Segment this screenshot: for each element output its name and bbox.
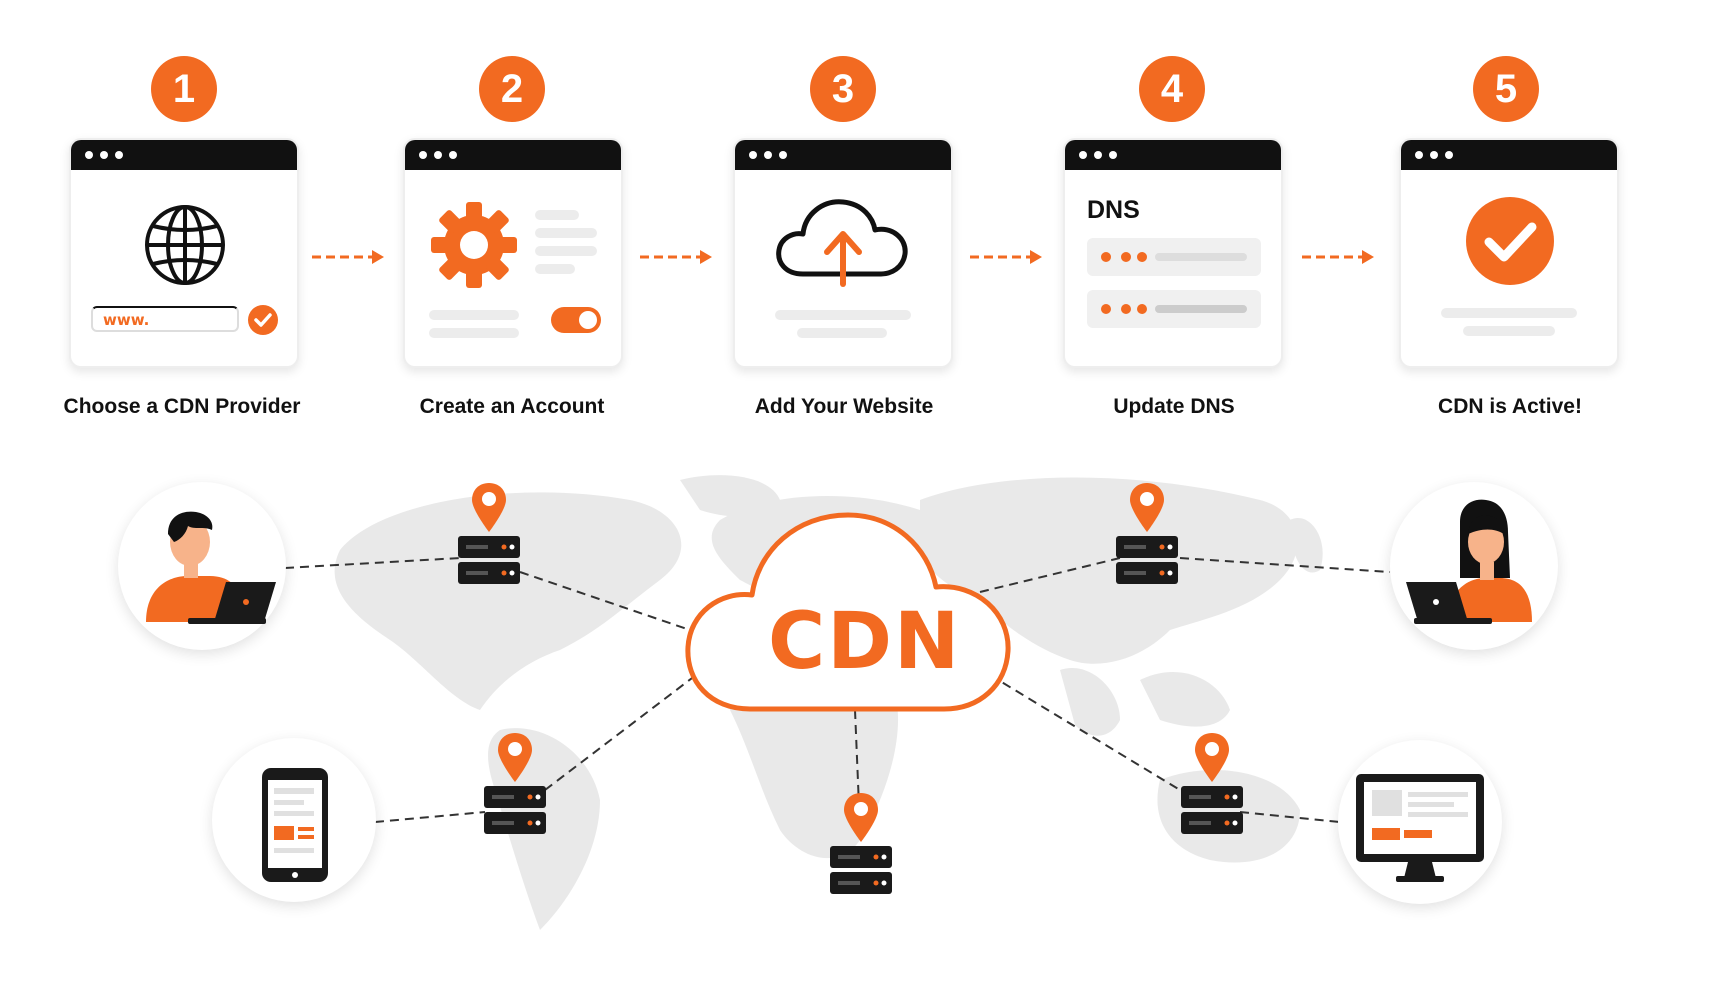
step-1-badge: 1 bbox=[151, 56, 217, 122]
dns-record bbox=[1087, 238, 1261, 276]
desktop-monitor-icon bbox=[1356, 774, 1484, 882]
cdn-label: CDN bbox=[768, 597, 962, 687]
window-titlebar bbox=[1065, 140, 1281, 170]
window-titlebar bbox=[1401, 140, 1617, 170]
location-pin-icon bbox=[1195, 733, 1229, 782]
step-1-label: Choose a CDN Provider bbox=[63, 395, 301, 418]
mobile-phone-icon bbox=[262, 768, 328, 882]
step-1-card: www. bbox=[69, 138, 299, 368]
arrow-right-icon bbox=[970, 250, 1042, 264]
step-4-label: Update DNS bbox=[1113, 395, 1235, 418]
step-3-badge: 3 bbox=[810, 56, 876, 122]
step-2-card bbox=[403, 138, 623, 368]
location-pin-icon bbox=[844, 793, 878, 842]
placeholder-line bbox=[429, 310, 519, 320]
server-node bbox=[1181, 730, 1243, 836]
step-5-label: CDN is Active! bbox=[1438, 395, 1582, 418]
dns-title: DNS bbox=[1087, 196, 1140, 224]
window-titlebar bbox=[405, 140, 621, 170]
arrow-right-icon bbox=[312, 250, 384, 264]
server-icon bbox=[1116, 536, 1178, 584]
server-icon bbox=[484, 786, 546, 834]
url-field: www. bbox=[91, 306, 239, 332]
placeholder-line bbox=[535, 264, 575, 274]
placeholder-line bbox=[797, 328, 887, 338]
arrow-right-icon bbox=[1302, 250, 1374, 264]
cloud-upload-icon bbox=[776, 199, 908, 287]
server-node bbox=[1116, 480, 1178, 586]
step-5-card bbox=[1399, 138, 1619, 368]
user-node-mobile bbox=[212, 738, 376, 902]
step-2-label: Create an Account bbox=[419, 395, 605, 418]
window-titlebar bbox=[735, 140, 951, 170]
placeholder-line bbox=[535, 210, 579, 220]
window-titlebar bbox=[71, 140, 297, 170]
check-small-icon bbox=[248, 305, 278, 335]
step-3-card bbox=[733, 138, 953, 368]
globe-icon bbox=[145, 205, 225, 285]
arrow-right-icon bbox=[640, 250, 712, 264]
check-circle-icon bbox=[1466, 197, 1554, 285]
user-node-man bbox=[118, 482, 286, 650]
placeholder-line bbox=[1441, 308, 1577, 318]
server-node bbox=[484, 730, 546, 836]
placeholder-line bbox=[775, 310, 911, 320]
step-4-card: DNS bbox=[1063, 138, 1283, 368]
server-node bbox=[830, 790, 892, 896]
toggle-icon bbox=[551, 307, 601, 333]
placeholder-line bbox=[535, 246, 597, 256]
gear-icon bbox=[431, 202, 517, 288]
placeholder-line bbox=[1463, 326, 1555, 336]
user-node-woman bbox=[1390, 482, 1558, 650]
server-icon bbox=[830, 846, 892, 894]
url-text: www. bbox=[103, 311, 150, 329]
user-node-desktop bbox=[1338, 740, 1502, 904]
user-laptop-icon bbox=[146, 511, 276, 624]
dns-record bbox=[1087, 290, 1261, 328]
location-pin-icon bbox=[1130, 483, 1164, 532]
location-pin-icon bbox=[498, 733, 532, 782]
step-4-badge: 4 bbox=[1139, 56, 1205, 122]
step-3-label: Add Your Website bbox=[754, 395, 934, 418]
placeholder-line bbox=[429, 328, 519, 338]
server-icon bbox=[1181, 786, 1243, 834]
cloud-icon bbox=[685, 512, 1011, 712]
server-icon bbox=[458, 536, 520, 584]
placeholder-line bbox=[535, 228, 597, 238]
user-laptop-icon bbox=[1406, 499, 1532, 624]
step-5-badge: 5 bbox=[1473, 56, 1539, 122]
server-node bbox=[458, 480, 520, 586]
location-pin-icon bbox=[472, 483, 506, 532]
step-2-badge: 2 bbox=[479, 56, 545, 122]
